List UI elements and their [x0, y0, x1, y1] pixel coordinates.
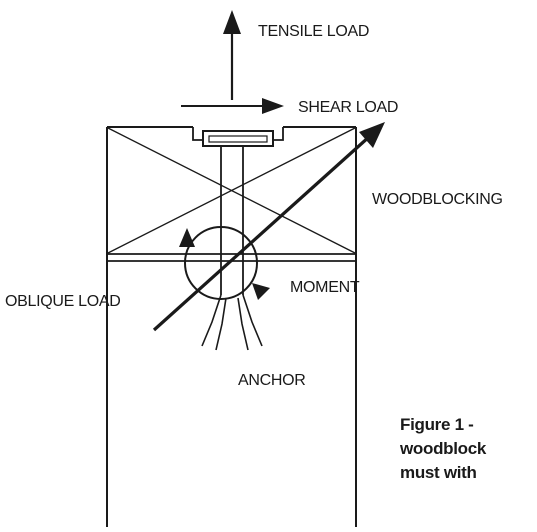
moment-label: MOMENT [290, 279, 360, 296]
anchor-shaft [220, 146, 244, 295]
tensile-load-arrow [223, 10, 241, 100]
moment-circle [179, 226, 270, 300]
anchor-fingers [201, 294, 263, 351]
tensile-load-label: TENSILE LOAD [258, 23, 369, 40]
woodblocking-frame [106, 126, 357, 527]
woodblocking-label: WOODBLOCKING [372, 191, 503, 208]
shear-load-label: SHEAR LOAD [298, 99, 398, 116]
caption-line-1: Figure 1 - [400, 415, 474, 434]
oblique-load-label: OBLIQUE LOAD [5, 293, 121, 310]
caption-line-2: woodblock [399, 439, 487, 458]
moment-arrowhead-left [179, 228, 195, 247]
caption-line-3: must with [400, 463, 477, 482]
anchor-label: ANCHOR [238, 372, 306, 389]
shear-load-arrow [181, 98, 284, 114]
moment-arrowhead-right [252, 283, 270, 300]
oblique-load-arrow [152, 122, 385, 332]
anchor-head [192, 127, 284, 147]
